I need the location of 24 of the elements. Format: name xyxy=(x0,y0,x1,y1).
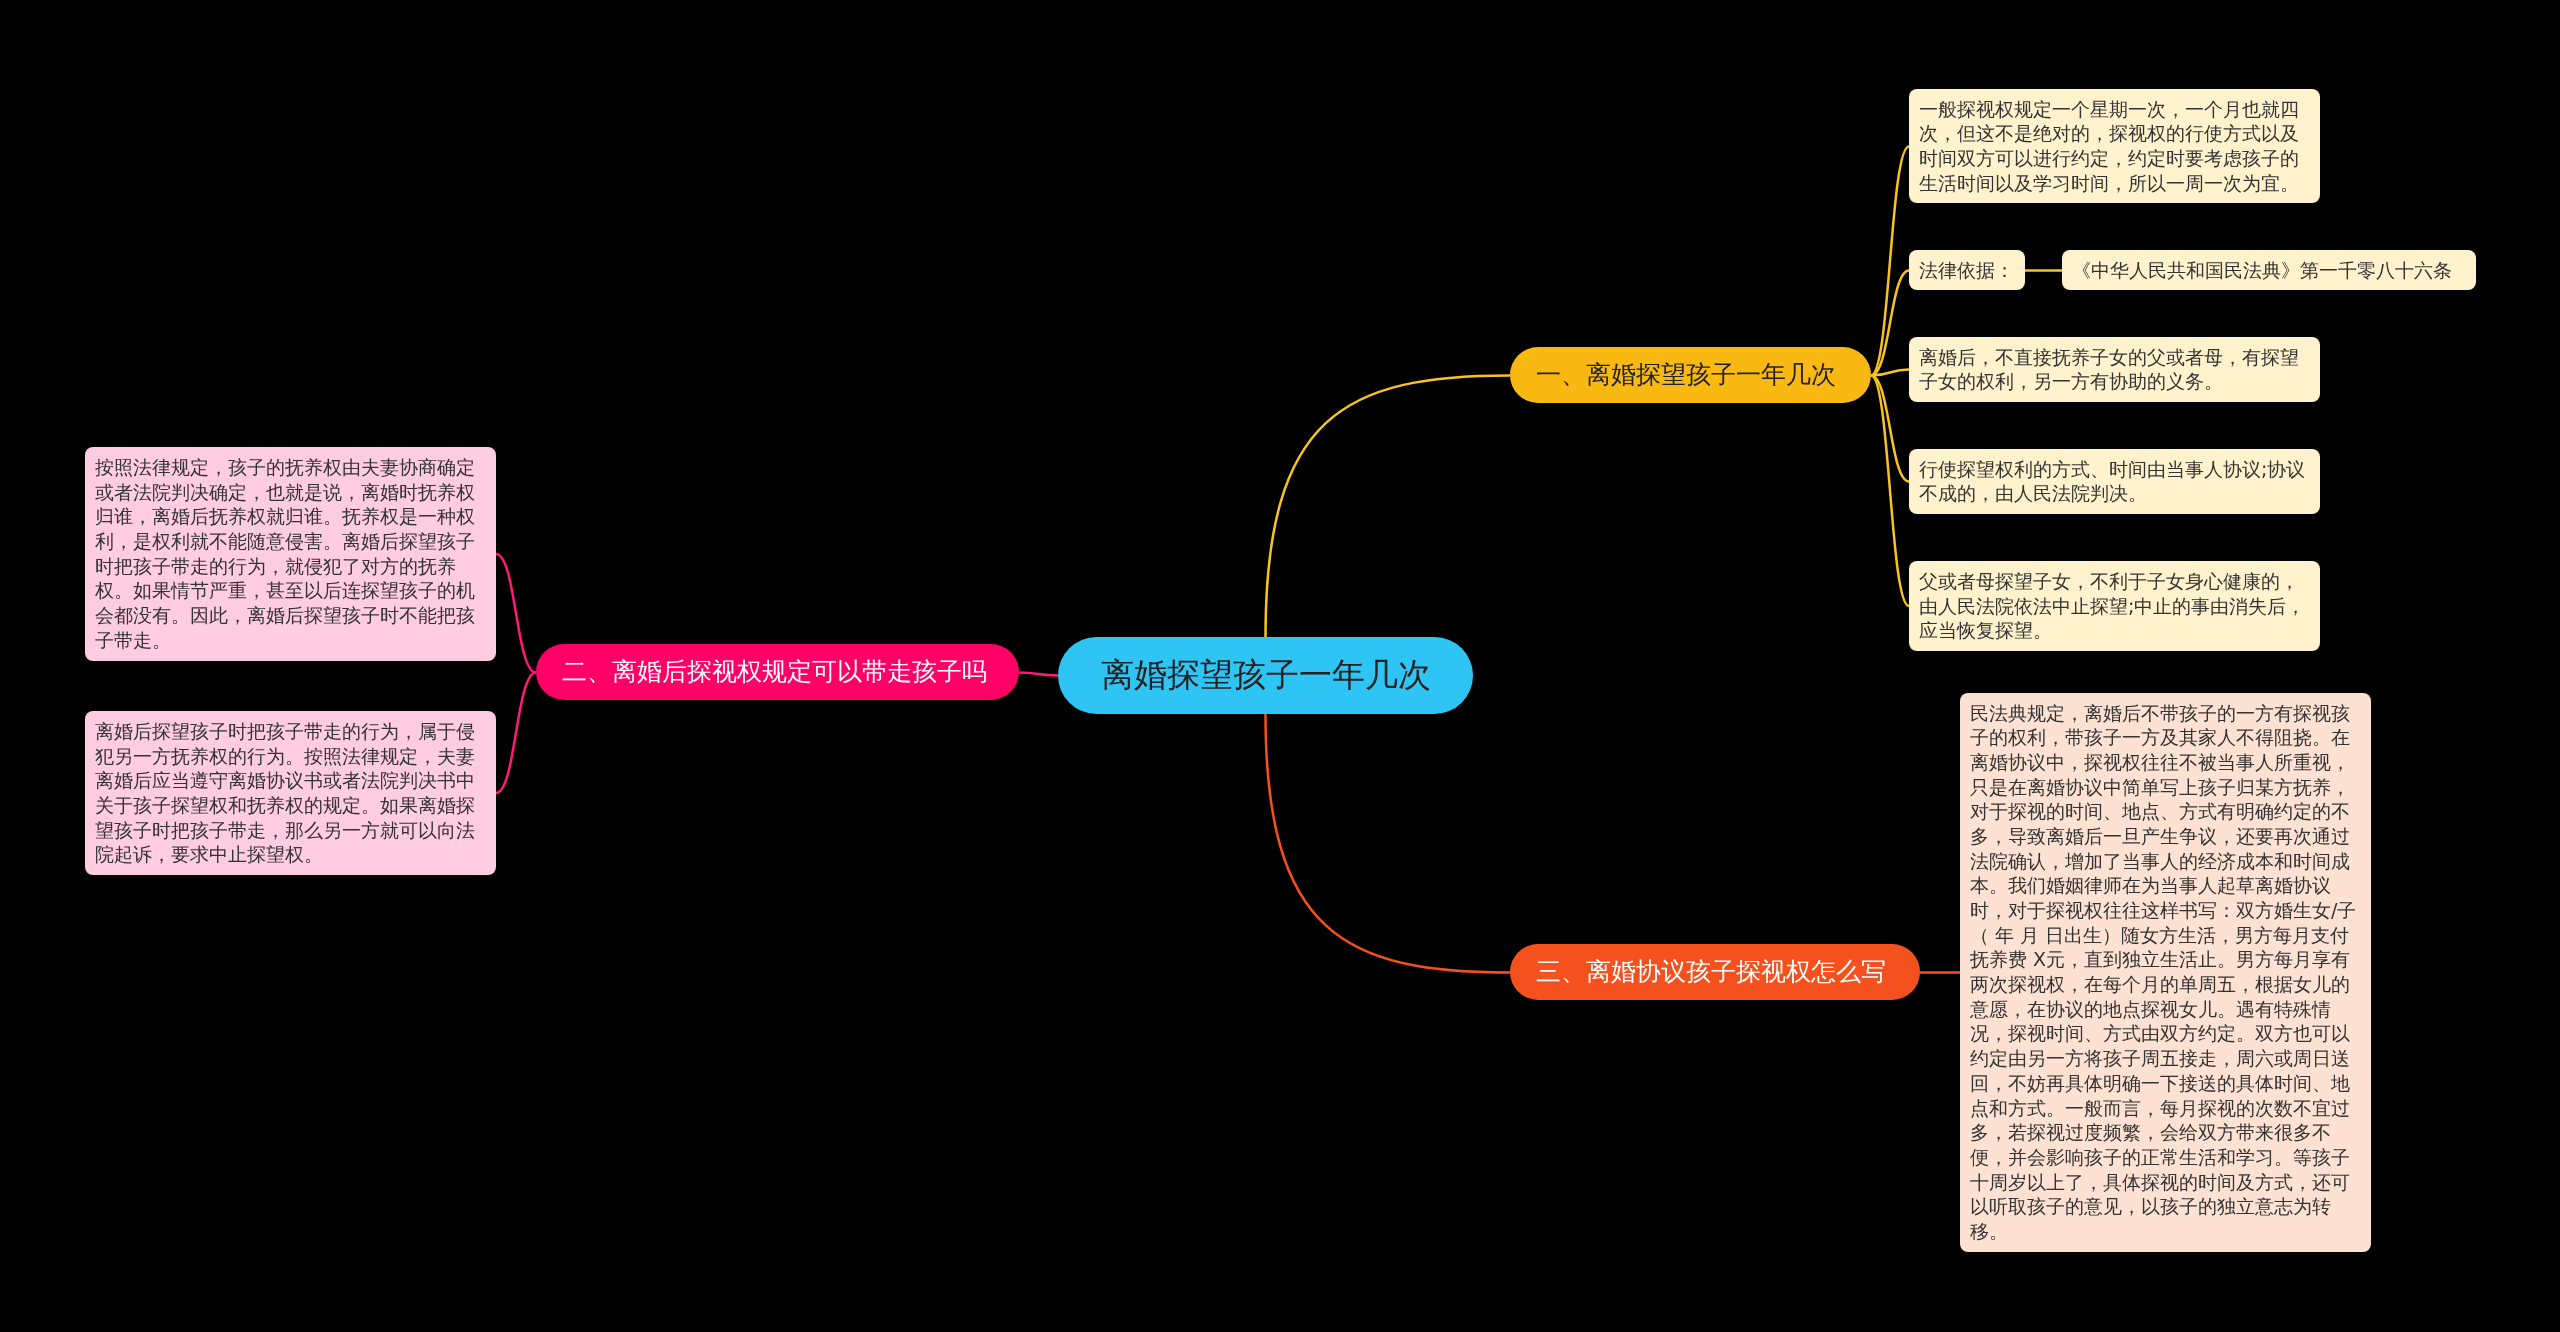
connector-line xyxy=(495,552,537,674)
connector-line xyxy=(1264,713,1511,974)
connector-line xyxy=(1870,374,1910,483)
note-box: 按照法律规定，孩子的抚养权由夫妻协商确定或者法院判决确定，也就是说，离婚时抚养权归谁，离婚后抚养权就归谁。抚养权是一种权利，是权利就不能随意侵害。离婚后探望孩子时把孩子带走的行为，就侵犯了对方的抚养权。如果情节严重，甚至以后连探望孩子的机会都没有。因此，离婚后探望孩子时不能把孩子带走。 xyxy=(85,447,496,661)
branch-topic: 三、离婚协议孩子探视权怎么写 xyxy=(1510,943,1920,1000)
note-box: 一般探视权规定一个星期一次，一个月也就四次，但这不是绝对的，探视权的行使方式以及时间双方可以进行约定，约定时要考虑孩子的生活时间以及学习时间，所以一周一次为宜。 xyxy=(1909,88,2320,204)
connector-line xyxy=(2025,269,2062,272)
note-box: 《中华人民共和国民法典》第一千零八十六条 xyxy=(2062,249,2476,291)
note-box: 离婚后，不直接抚养子女的父或者母，有探望子女的权利，另一方有协助的义务。 xyxy=(1909,336,2320,402)
note-box: 行使探望权利的方式、时间由当事人协议;协议不成的，由人民法院判决。 xyxy=(1909,448,2320,514)
note-box: 民法典规定，离婚后不带孩子的一方有探视孩子的权利，带孩子一方及其家人不得阻挠。在离婚协议中，探视权往往不被当事人所重视，只是在离婚协议中简单写上孩子归某方抚养，对于探视的时间、地点、方式有明确约定的不多，导致离婚后一旦产生争议，还要再次通过法院确认，增加了当事人的经济成本和时间成本。我们婚姻律师在为当事人起草离婚协议时，对于探视权往往这样书写：双方婚生女/子（ 年 月 日出生）随女方生活，男方每月支付抚养费 X元，直到独立生活止。男方每月享有两次探视权，在每个月的单周五，根据女儿的意愿，在协议的地点探视女儿。遇有特殊情况，探视时间、方式由双方约定。双方也可以约定由另一方将孩子周五接走，周六或周日送回，不妨再具体明确一下接送的具体时间、地点和方式。一般而言，每月探视的次数不宜过多，若探视过度频繁，会给双方带来很多不便，并会影响孩子的正常生活和学习。等孩子十周岁以上了，具体探视的时间及方式，还可以听取孩子的意见，以孩子的独立意志为转移。 xyxy=(1960,692,2371,1252)
central-topic: 离婚探望孩子一年几次 xyxy=(1058,636,1473,714)
note-box: 离婚后探望孩子时把孩子带走的行为，属于侵犯另一方抚养权的行为。按照法律规定，夫妻离婚后应当遵守离婚协议书或者法院判决书中关于孩子探望权和抚养权的规定。如果离婚探望孩子时把孩子带走，那么另一方就可以向法院起诉，要求中止探望权。 xyxy=(85,711,496,876)
connector-line xyxy=(1920,971,1960,974)
branch-topic: 二、离婚后探视权规定可以带走孩子吗 xyxy=(536,643,1019,700)
connector-line xyxy=(1264,374,1511,638)
connector-line xyxy=(1870,269,1910,377)
branch-topic: 一、离婚探望孩子一年几次 xyxy=(1510,346,1871,403)
note-box: 父或者母探望子女，不利于子女身心健康的，由人民法院依法中止探望;中止的事由消失后，应当恢复探望。 xyxy=(1909,561,2320,652)
connector-line xyxy=(495,671,537,795)
connector-line xyxy=(1870,374,1910,607)
connector-line xyxy=(1870,145,1910,377)
note-box: 法律依据： xyxy=(1909,249,2025,291)
connector-line xyxy=(1019,671,1058,677)
